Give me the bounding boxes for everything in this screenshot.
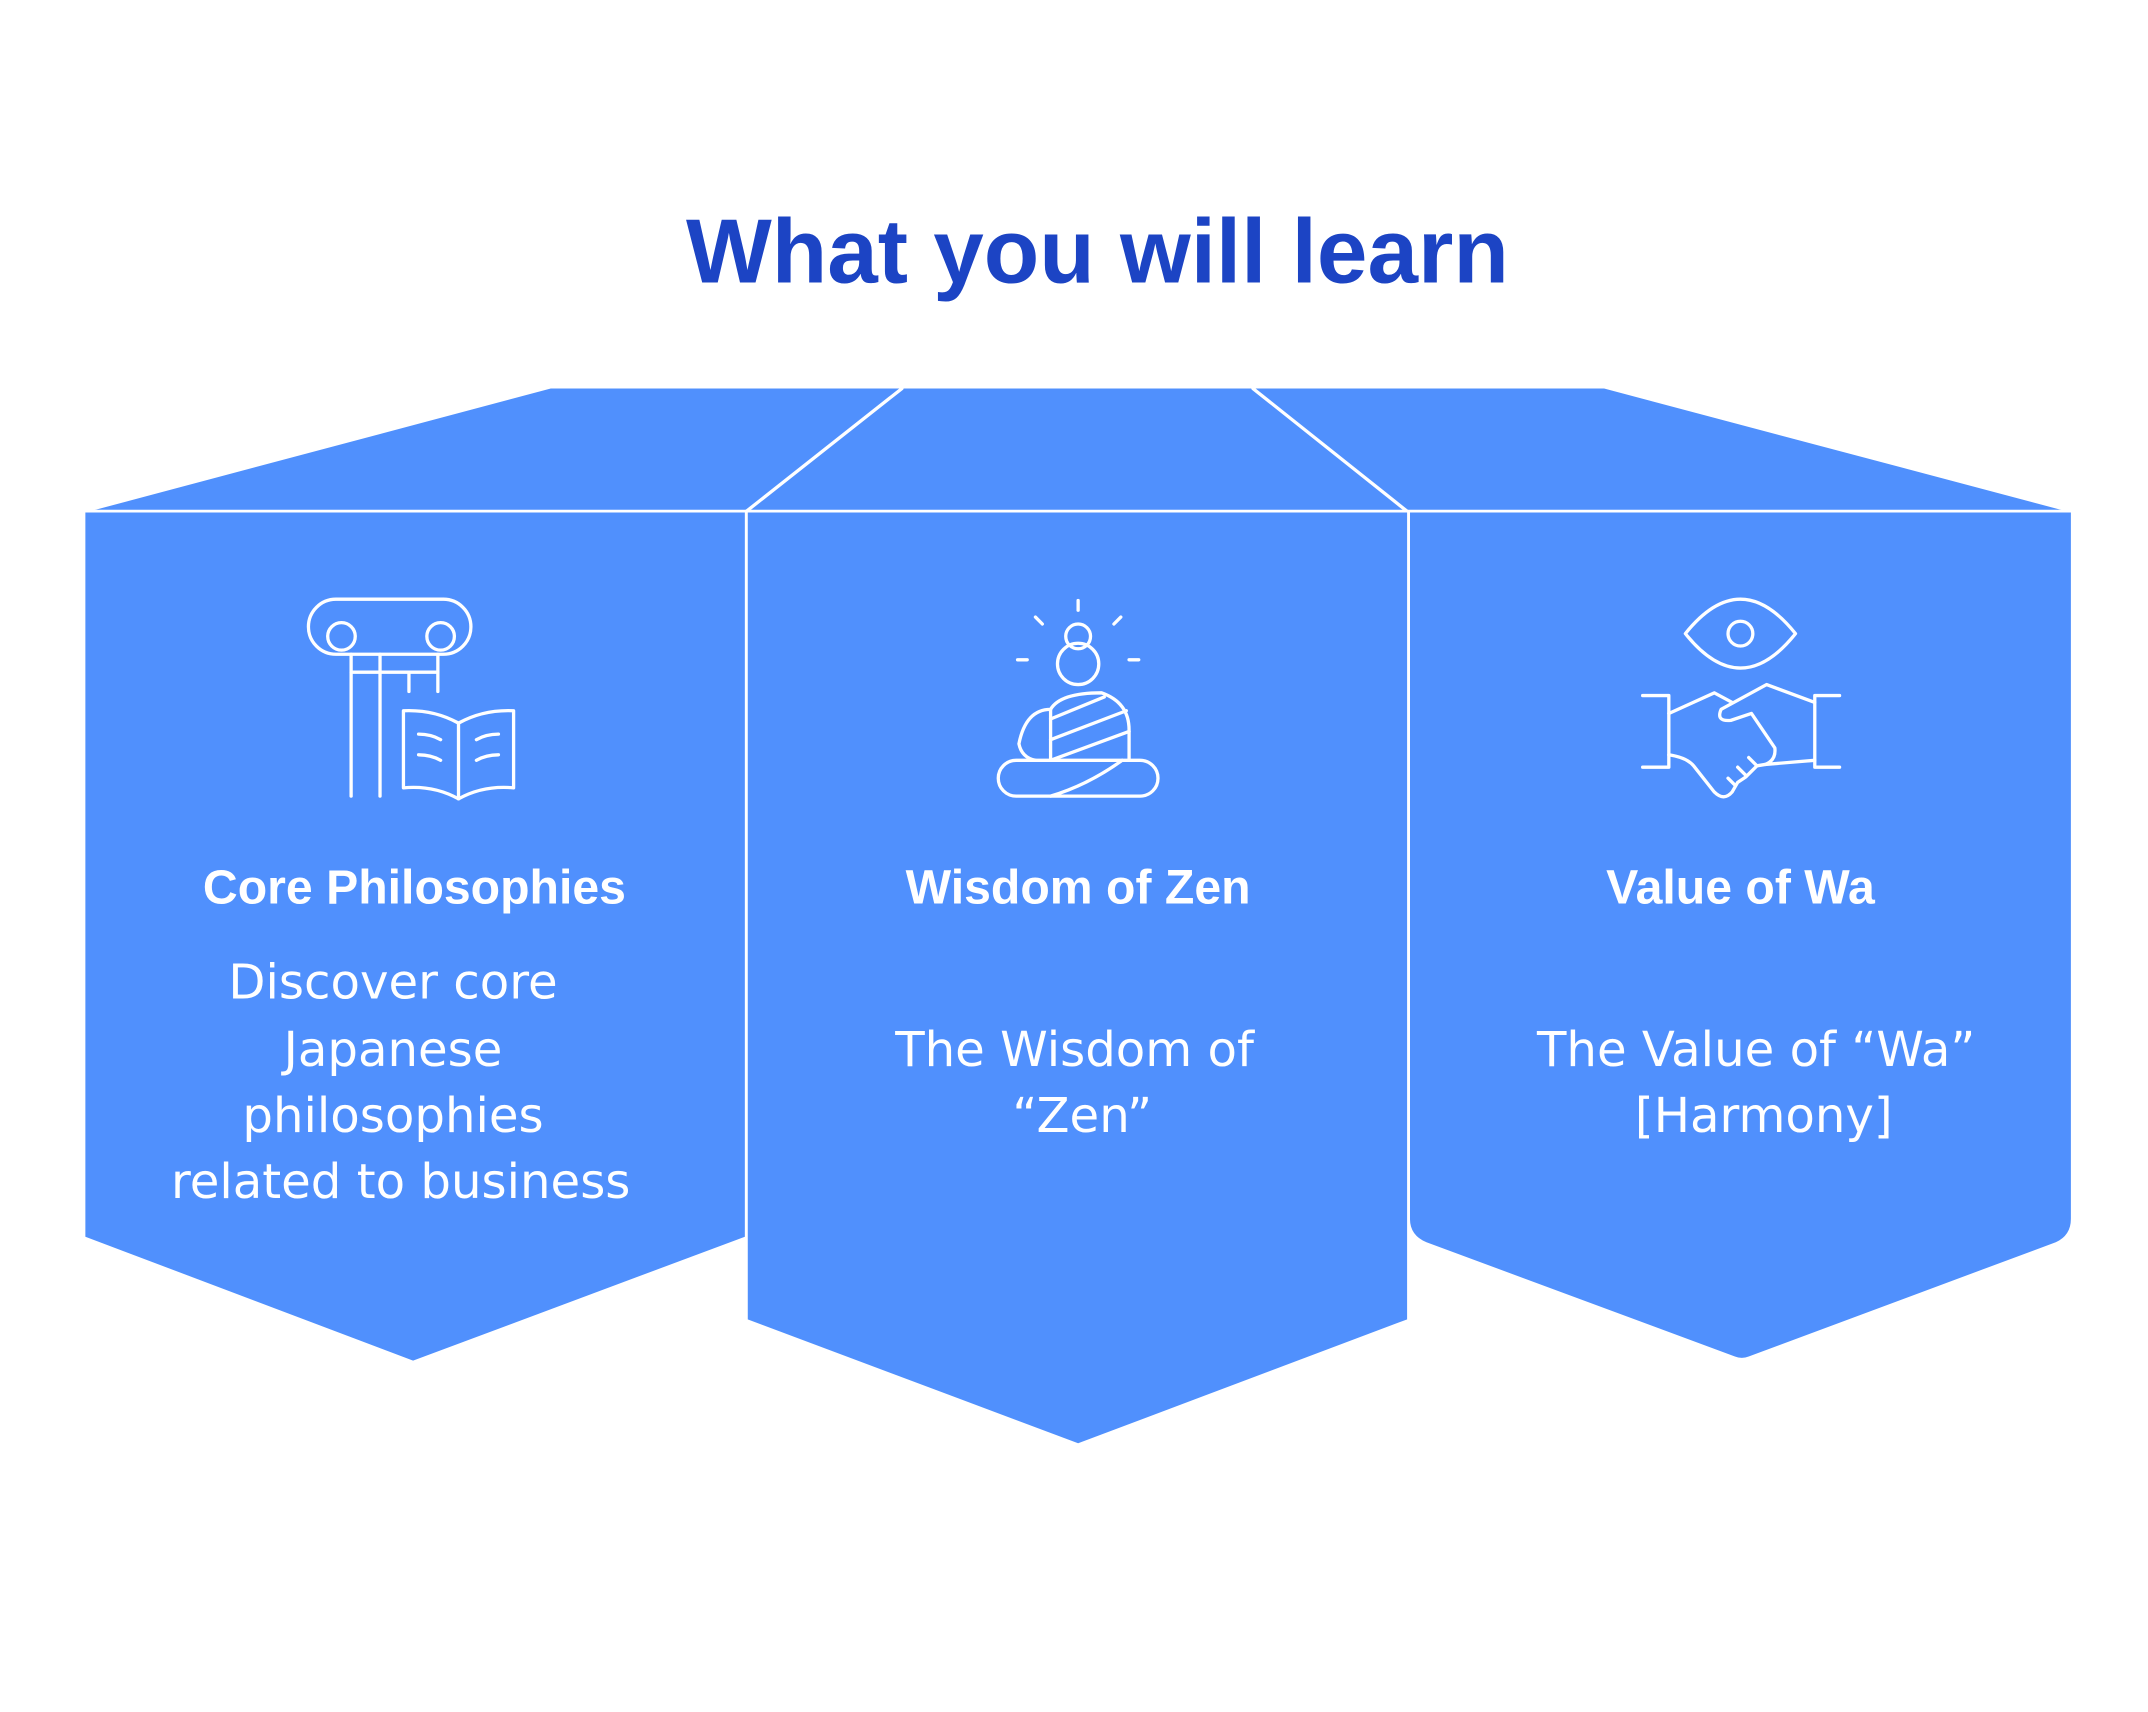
card-description: The Wisdom of “Zen” bbox=[894, 1022, 1269, 1144]
page-title: What you will learn bbox=[686, 202, 1509, 303]
roof-left bbox=[85, 388, 902, 513]
card-description: Discover core Japanese philosophies rela… bbox=[171, 955, 630, 1211]
eye-handshake-icon bbox=[1641, 597, 1842, 799]
card-roof bbox=[85, 386, 2071, 515]
column-book-icon bbox=[306, 597, 516, 801]
card-value-of-wa bbox=[1409, 512, 2071, 1358]
meditation-icon bbox=[996, 598, 1160, 798]
card-description: The Value of “Wa” [Harmony] bbox=[1536, 1022, 1991, 1144]
roof-divider bbox=[743, 386, 904, 515]
card-heading: Wisdom of Zen bbox=[906, 861, 1251, 915]
roof-middle bbox=[744, 388, 1409, 513]
roof-right bbox=[1253, 388, 2071, 513]
card-heading: Core Philosophies bbox=[203, 861, 626, 915]
card-wisdom-of-zen bbox=[747, 512, 1408, 1444]
roof-divider bbox=[1251, 386, 1411, 515]
card-heading: Value of Wa bbox=[1606, 861, 1876, 915]
card-core-philosophies bbox=[85, 512, 745, 1361]
